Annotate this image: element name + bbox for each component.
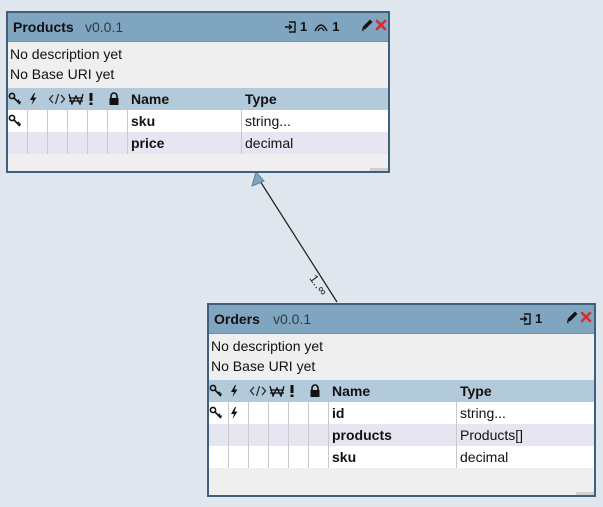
field-type: decimal xyxy=(460,449,509,465)
code-icon xyxy=(249,380,269,402)
field-flag-cell xyxy=(269,424,289,446)
pencil-icon[interactable] xyxy=(565,309,579,325)
field-name: price xyxy=(128,132,242,154)
pencil-icon[interactable] xyxy=(360,17,374,33)
field-name: sku xyxy=(329,446,457,468)
close-icon[interactable] xyxy=(580,309,592,325)
link-arc-icon xyxy=(314,23,328,31)
import-count: 1 xyxy=(535,311,543,326)
entity-base-uri: No Base URI yet xyxy=(211,358,316,374)
field-flag-cell xyxy=(88,132,108,154)
import-count: 1 xyxy=(300,19,308,34)
column-header-type: Type xyxy=(460,383,492,399)
field-flag-cell xyxy=(209,446,229,468)
lock-icon xyxy=(108,88,128,110)
field-type: string... xyxy=(460,405,506,421)
field-type: string... xyxy=(245,113,291,129)
field-flag-cell xyxy=(209,424,229,446)
field-flag-cell xyxy=(8,132,28,154)
table-row[interactable]: sku decimal xyxy=(209,446,594,468)
field-name: sku xyxy=(128,110,242,132)
bolt-icon xyxy=(229,402,249,424)
entity-version: v0.0.1 xyxy=(273,311,312,327)
field-name: products xyxy=(329,424,457,446)
table-row[interactable]: products Products[] xyxy=(209,424,594,446)
field-flag-cell xyxy=(309,446,329,468)
field-flag-cell xyxy=(28,132,48,154)
relation-arrowhead xyxy=(251,170,265,187)
entity-products[interactable]: Products v0.0.1 1 1 No description yet xyxy=(6,11,390,173)
exclamation-icon xyxy=(289,380,309,402)
won-icon xyxy=(68,88,88,110)
field-flag-cell xyxy=(68,110,88,132)
entity-base-uri: No Base URI yet xyxy=(10,66,115,82)
entity-header[interactable]: Products v0.0.1 1 1 xyxy=(8,13,388,42)
column-header-type: Type xyxy=(245,91,277,107)
import-icon xyxy=(520,312,531,325)
field-type: Products[] xyxy=(460,427,524,443)
link-count: 1 xyxy=(332,19,340,34)
field-flag-cell xyxy=(229,446,249,468)
columns-header: Name Type xyxy=(8,88,388,110)
won-icon xyxy=(269,380,289,402)
field-flag-cell xyxy=(289,424,309,446)
entity-title: Products xyxy=(13,19,74,35)
field-flag-cell xyxy=(48,132,68,154)
field-flag-cell xyxy=(269,402,289,424)
entity-header[interactable]: Orders v0.0.1 1 xyxy=(209,305,594,334)
table-row[interactable]: price decimal xyxy=(8,132,388,154)
lock-icon xyxy=(309,380,329,402)
field-flag-cell xyxy=(68,132,88,154)
field-flag-cell xyxy=(249,424,269,446)
entity-description: No description yet xyxy=(10,46,123,62)
field-flag-cell xyxy=(249,402,269,424)
field-flag-cell xyxy=(229,424,249,446)
resize-handle[interactable] xyxy=(370,168,388,171)
field-flag-cell xyxy=(309,424,329,446)
bolt-icon xyxy=(229,380,249,402)
bolt-icon xyxy=(28,88,48,110)
table-row[interactable]: id string... xyxy=(209,402,594,424)
resize-handle[interactable] xyxy=(576,492,594,495)
entity-orders[interactable]: Orders v0.0.1 1 No description yet No Ba… xyxy=(207,303,596,497)
entity-footer xyxy=(8,157,388,171)
field-flag-cell xyxy=(289,402,309,424)
field-flag-cell xyxy=(108,110,128,132)
field-flag-cell xyxy=(249,446,269,468)
entity-version: v0.0.1 xyxy=(85,19,124,35)
field-flag-cell xyxy=(269,446,289,468)
exclamation-icon xyxy=(88,88,108,110)
code-icon xyxy=(48,88,68,110)
column-header-name: Name xyxy=(131,91,170,107)
field-flag-cell xyxy=(48,110,68,132)
entity-title: Orders xyxy=(214,311,260,327)
field-type: decimal xyxy=(245,135,294,151)
key-icon xyxy=(8,110,28,132)
columns-header: Name Type xyxy=(209,380,594,402)
field-flag-cell xyxy=(289,446,309,468)
field-flag-cell xyxy=(88,110,108,132)
field-flag-cell xyxy=(108,132,128,154)
import-icon xyxy=(285,20,296,33)
key-icon xyxy=(8,88,28,110)
column-header-name: Name xyxy=(332,383,371,399)
table-row[interactable]: sku string... xyxy=(8,110,388,132)
key-icon xyxy=(209,402,229,424)
entity-footer xyxy=(209,469,594,495)
field-flag-cell xyxy=(309,402,329,424)
field-flag-cell xyxy=(28,110,48,132)
entity-description: No description yet xyxy=(211,338,324,354)
key-icon xyxy=(209,380,229,402)
close-icon[interactable] xyxy=(375,17,387,33)
field-name: id xyxy=(329,402,457,424)
